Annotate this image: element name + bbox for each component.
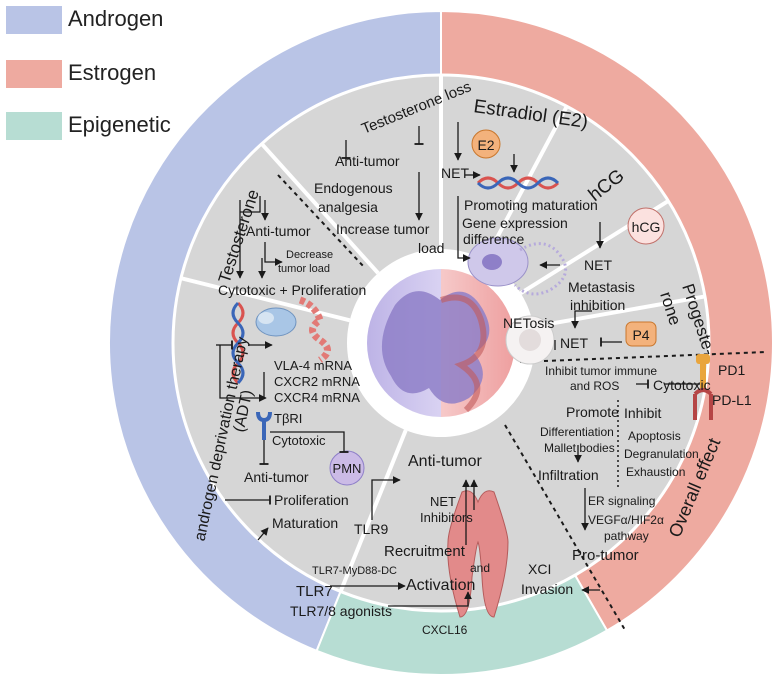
legend-swatch-androgen xyxy=(6,6,62,34)
epi-tlr7: TLR7 xyxy=(296,583,333,600)
dna-helix-estradiol xyxy=(476,176,560,190)
mrna-strand-illustration xyxy=(298,296,331,363)
dna-helix-adt xyxy=(231,301,245,385)
adt-vla4: VLA-4 mRNA xyxy=(274,358,352,373)
p4-inhibition: inhibition xyxy=(570,297,625,313)
adt-cxcr4: CXCR4 mRNA xyxy=(274,390,360,405)
epi-cxcl16: CXCL16 xyxy=(422,623,468,637)
epi-and: and xyxy=(470,561,490,575)
overall-pathway: pathway xyxy=(604,529,649,543)
tl-endogenous: Endogenous xyxy=(314,180,393,196)
tl-increase-tumor: Increase tumor xyxy=(336,221,430,237)
epi-activation: Activation xyxy=(406,577,475,594)
sector-divider-line xyxy=(180,276,351,323)
epi-tlr7-pathway: TLR7-MyD88-DC xyxy=(312,565,397,577)
tl-anti-tumor: Anti-tumor xyxy=(335,153,400,169)
tl-load: load xyxy=(418,240,444,256)
legend-label-androgen: Androgen xyxy=(68,6,164,31)
overall-and-ros: and ROS xyxy=(570,379,619,393)
overall-apoptosis: Apoptosis xyxy=(628,429,681,443)
sector-divider-line xyxy=(483,105,569,261)
adt-maturation: Maturation xyxy=(272,515,338,531)
legend-label-estrogen: Estrogen xyxy=(68,60,157,85)
t-anti-tumor: Anti-tumor xyxy=(246,223,311,239)
e2-gene-expression: Gene expression xyxy=(462,215,568,231)
neutrophil-cell-illustration xyxy=(367,269,515,417)
t-tumor-load: tumor load xyxy=(278,263,330,275)
pathway-arrows xyxy=(216,122,700,607)
e2-net: NET xyxy=(441,165,469,181)
epi-net-inhibitors-1: NET xyxy=(430,494,456,509)
adt-anti-tumor: Anti-tumor xyxy=(244,469,309,485)
p4-badge xyxy=(625,321,657,347)
epi-tlr78-agonists: TLR7/8 agonists xyxy=(290,603,392,619)
t-cytotoxic-proliferation: Cytotoxic + Proliferation xyxy=(218,282,366,298)
adt-cytotoxic: Cytotoxic xyxy=(272,433,326,448)
dashed-divider-overall xyxy=(519,351,767,363)
pmn-badge xyxy=(329,450,365,486)
sector-divider-line xyxy=(338,429,408,593)
p4-badge-label: P4 xyxy=(632,327,649,343)
p4-net: NET xyxy=(560,335,588,351)
overall-inhibit: Inhibit xyxy=(624,405,661,421)
overall-promote: Promote xyxy=(566,404,619,420)
epi-net-inhibitors-2: Inhibitors xyxy=(420,510,473,525)
e2-badge xyxy=(471,129,501,159)
legend-swatch-estrogen xyxy=(6,60,62,88)
pmn-label: PMN xyxy=(333,461,362,476)
sector-divider-line xyxy=(260,142,380,275)
adt-cxcr2: CXCR2 mRNA xyxy=(274,374,360,389)
overall-mallet: Mallet bodies xyxy=(544,441,615,455)
adt-tbri: TβRI xyxy=(274,411,302,426)
legend-swatch-epigenetic xyxy=(6,112,62,140)
net-cell-illustration xyxy=(467,237,568,296)
epi-xci: XCI xyxy=(528,561,551,577)
overall-er-signaling: ER signaling xyxy=(588,494,655,508)
overall-inhibit-immune: Inhibit tumor immune xyxy=(545,364,657,378)
adt-proliferation: Proliferation xyxy=(274,492,349,508)
overall-infiltration: Infiltration xyxy=(538,467,599,483)
p4-metastasis: Metastasis xyxy=(568,279,635,295)
epi-recruitment: Recruitment xyxy=(384,543,466,560)
epi-invasion: Invasion xyxy=(521,581,573,597)
hcg-badge xyxy=(627,207,665,245)
overall-vegf: VEGFα/HIF2α xyxy=(588,513,664,527)
ribosome-illustration xyxy=(255,307,297,337)
tbri-receptor-illustration xyxy=(256,411,272,440)
overall-exhaustion: Exhaustion xyxy=(626,465,685,479)
overall-differentiation: Differentiation xyxy=(540,425,614,439)
pd1-receptor-illustration xyxy=(696,354,710,388)
overall-pro-tumor: Pro-tumor xyxy=(572,547,639,564)
overall-degranulation: Degranulation xyxy=(624,447,699,461)
sector-divider-line xyxy=(533,294,706,329)
overall-cytotoxic: Cytotoxic xyxy=(653,377,711,393)
legend-label-epigenetic: Epigenetic xyxy=(68,112,171,137)
tl-analgesia: analgesia xyxy=(318,199,378,215)
epi-tlr9: TLR9 xyxy=(354,521,388,537)
dashed-divider-androgen xyxy=(277,174,366,269)
t-decrease: Decrease xyxy=(286,249,333,261)
p4-netosis: NETosis xyxy=(503,315,554,331)
x-chromosome-illustration xyxy=(447,490,509,618)
netosis-cell-illustration xyxy=(505,315,555,365)
epi-anti-tumor: Anti-tumor xyxy=(408,453,482,470)
overall-pd1: PD1 xyxy=(718,362,745,378)
e2-difference: difference xyxy=(463,231,524,247)
hcg-badge-label: hCG xyxy=(632,219,661,235)
e2-badge-label: E2 xyxy=(477,137,494,153)
pdl1-receptor-illustration xyxy=(693,388,713,420)
overall-pdl1: PD-L1 xyxy=(712,392,752,408)
e2-promoting: Promoting maturation xyxy=(464,197,598,213)
hcg-net: NET xyxy=(584,257,612,273)
